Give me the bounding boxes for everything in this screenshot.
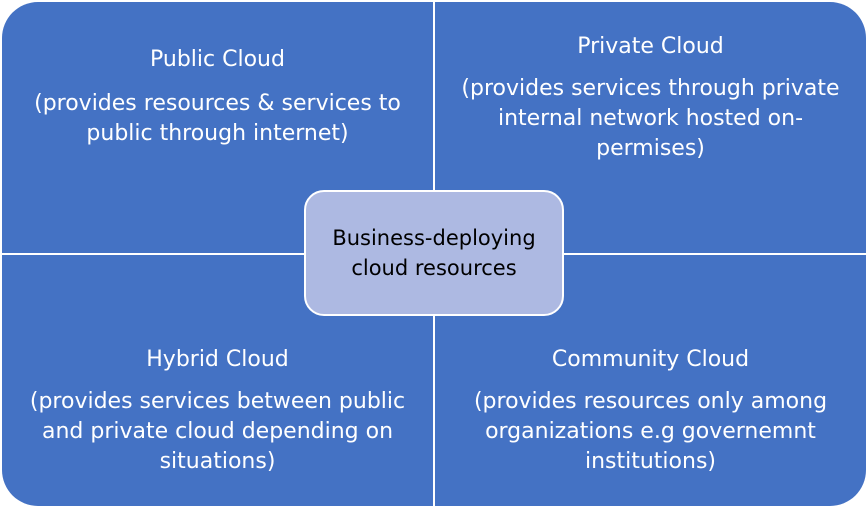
quadrant-public-cloud: Public Cloud (provides resources & servi… — [2, 2, 433, 253]
quadrant-description: (provides services through private inter… — [461, 76, 840, 161]
center-label: Business-deploying cloud resources — [332, 226, 536, 280]
quadrant-title: Community Cloud — [551, 347, 750, 372]
quadrant-description: (provides resources & services to public… — [34, 91, 401, 146]
quadrant-title: Hybrid Cloud — [146, 347, 289, 372]
quadrant-description: (provides resources only among organizat… — [473, 389, 828, 474]
quadrant-description: (provides services between public and pr… — [29, 389, 406, 474]
center-node: Business-deploying cloud resources — [304, 190, 564, 316]
quadrant-title: Public Cloud — [150, 47, 285, 72]
quadrant-title: Private Cloud — [577, 34, 724, 59]
